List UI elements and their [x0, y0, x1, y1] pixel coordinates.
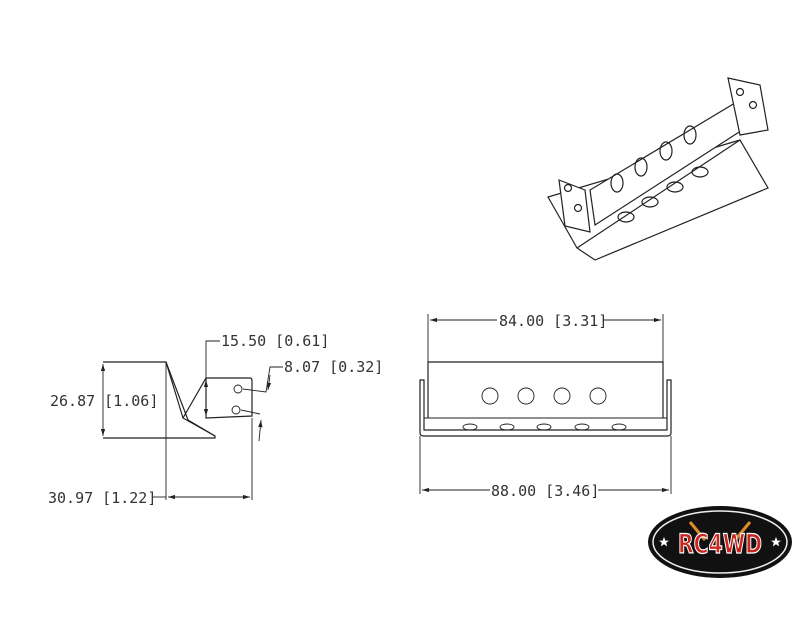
dim-side-depth: 30.97 [1.22]	[48, 489, 156, 507]
isometric-view	[547, 77, 769, 261]
dim-side-height: 26.87 [1.06]	[50, 392, 158, 410]
front-view	[419, 314, 672, 494]
star-icon	[771, 537, 781, 547]
dim-inner-width: 84.00 [3.31]	[499, 312, 607, 330]
rc4wd-logo: RC4WD	[648, 506, 792, 578]
star-icon	[659, 537, 669, 547]
dim-outer-width: 88.00 [3.46]	[491, 482, 599, 500]
logo-text: RC4WD	[678, 529, 762, 560]
dim-hole-spacing: 8.07 [0.32]	[284, 358, 383, 376]
dim-flange-height: 15.50 [0.61]	[221, 332, 329, 350]
side-view	[100, 340, 283, 500]
